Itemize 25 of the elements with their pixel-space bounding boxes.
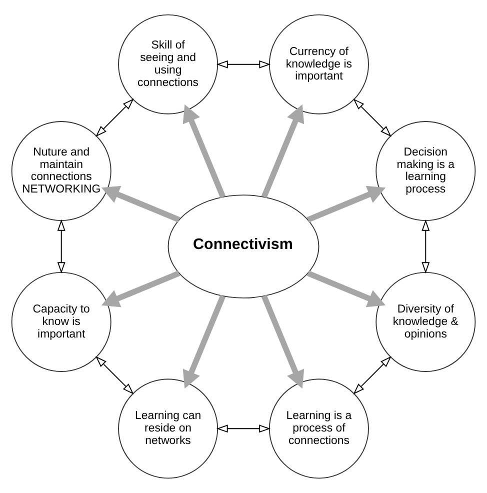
node-circle: Nuture and maintain connections NETWORKING — [11, 121, 112, 222]
node-ellipse: Connectivism — [168, 194, 320, 298]
arrow — [306, 270, 386, 308]
node-circle: Learning can reside on networks — [118, 378, 218, 479]
arrow — [353, 98, 392, 137]
node-circle: Currency of knowledge is important — [268, 14, 369, 114]
node-circle: Capacity to know is important — [11, 272, 112, 372]
arrow — [57, 219, 66, 274]
arrow — [96, 98, 134, 137]
arrow — [216, 424, 271, 433]
arrow — [96, 356, 134, 394]
node-circle: Skill of seeing and using connections — [118, 14, 218, 114]
arrow — [306, 186, 386, 222]
node-circle: Learning is a process of connections — [268, 378, 369, 479]
arrow — [101, 270, 180, 308]
arrow — [422, 219, 430, 274]
node-circle: Decision making is a learning process — [376, 121, 476, 222]
arrow — [216, 60, 271, 68]
arrow — [101, 186, 180, 222]
arrow — [182, 104, 226, 198]
node-circle: Diversity of knowledge & opinions — [376, 272, 476, 372]
arrow — [182, 294, 226, 389]
arrow — [261, 294, 304, 389]
arrow — [261, 104, 304, 198]
arrow — [353, 356, 392, 394]
